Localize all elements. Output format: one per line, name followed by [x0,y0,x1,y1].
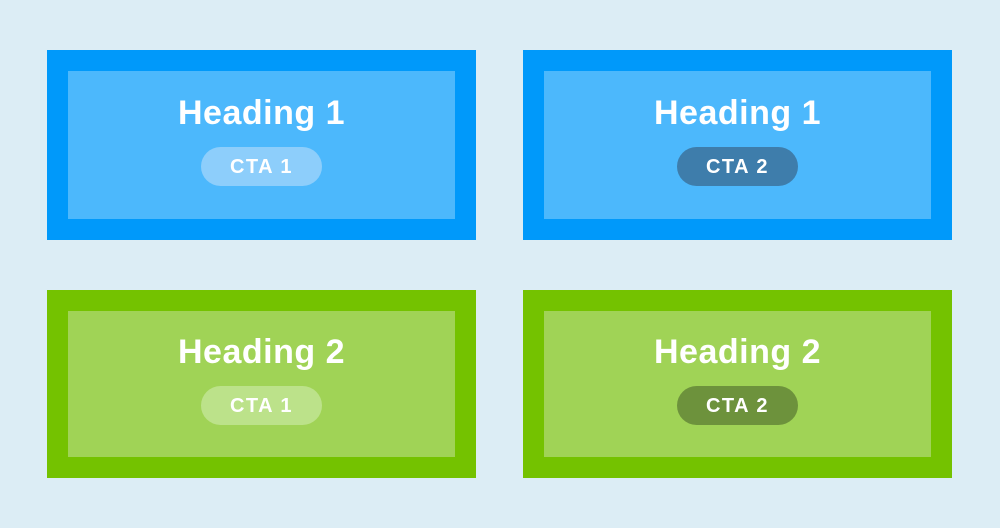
cta-button[interactable]: CTA 1 [201,386,322,425]
card-heading1-cta2: Heading 1 CTA 2 [523,50,952,240]
card-heading: Heading 2 [178,333,345,371]
card-panel: Heading 1 CTA 2 [544,71,931,219]
card-heading1-cta1: Heading 1 CTA 1 [47,50,476,240]
cta-button[interactable]: CTA 2 [677,147,798,186]
card-heading2-cta1: Heading 2 CTA 1 [47,290,476,478]
card-panel: Heading 1 CTA 1 [68,71,455,219]
card-panel: Heading 2 CTA 2 [544,311,931,457]
card-heading: Heading 1 [654,94,821,132]
card-panel: Heading 2 CTA 1 [68,311,455,457]
card-heading2-cta2: Heading 2 CTA 2 [523,290,952,478]
cta-button[interactable]: CTA 2 [677,386,798,425]
cta-button[interactable]: CTA 1 [201,147,322,186]
card-heading: Heading 2 [654,333,821,371]
card-heading: Heading 1 [178,94,345,132]
